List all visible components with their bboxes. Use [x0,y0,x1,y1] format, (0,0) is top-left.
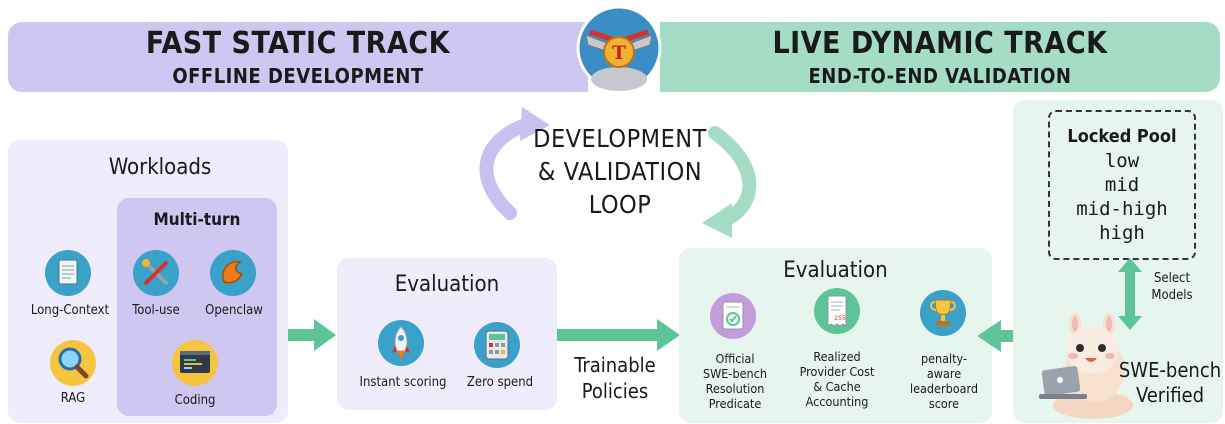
static-track-banner: FAST STATIC TRACK OFFLINE DEVELOPMENT [8,22,588,92]
dynamic-track-title: LIVE DYNAMIC TRACK [772,26,1108,61]
coding-icon [172,340,218,386]
instant-scoring-label: Instant scoring [359,375,447,390]
dynamic-track-subtitle: END-TO-END VALIDATION [808,64,1072,88]
loop-label: DEVELOPMENT & VALIDATION LOOP [520,122,720,221]
logo-letter: T [612,42,626,64]
locked-pool-title: Locked Pool [1067,126,1177,147]
trophy-icon [920,290,966,336]
loop-arrows [440,95,800,245]
realized-line-1: Realized [813,349,861,364]
penalty-line-3: leaderboard [909,381,979,396]
penalty-line-4: score [928,396,960,411]
pool-level-low: low [1104,150,1140,172]
realized-label: Realized Provider Cost & Cache Accountin… [785,349,889,409]
pool-level-mid: mid [1104,174,1140,196]
select-line-2: Models [1151,288,1193,303]
select-models-label: Select Models [1140,270,1204,304]
long-context-icon [45,250,91,296]
coding-label: Coding [174,393,216,408]
realized-line-3: & Cache [813,379,861,394]
official-line-4: Predicate [708,396,762,411]
penalty-line-2: aware [926,366,962,381]
realized-line-4: Accounting [805,394,869,409]
static-evaluation-title: Evaluation [394,272,500,297]
multiturn-title: Multi-turn [153,210,241,230]
official-line-1: Official [715,351,755,366]
calculator-icon [474,322,520,368]
pool-level-high: high [1099,222,1145,244]
trainable-line-1: Trainable [574,353,656,377]
locked-pool-box: Locked Pool low mid mid-high high [1048,110,1196,260]
receipt-number: 255 [834,315,846,322]
official-line-2: SWE-bench [703,366,767,381]
live-evaluation-title: Evaluation [783,258,888,283]
official-label: Official SWE-bench Resolution Predicate [690,351,780,411]
loop-line-2: & VALIDATION [537,157,703,186]
tool-use-icon [133,250,179,296]
rocket-icon [378,320,424,366]
static-track-subtitle: OFFLINE DEVELOPMENT [172,64,424,88]
rag-label: RAG [60,391,86,406]
tool-use-label: Tool-use [132,303,180,318]
dynamic-track-banner: LIVE DYNAMIC TRACK END-TO-END VALIDATION [660,22,1220,92]
select-line-1: Select [1153,271,1191,286]
swe-line-2: Verified [1135,383,1205,407]
receipt-icon: 255 [814,288,860,334]
realized-line-2: Provider Cost [799,364,875,379]
trainable-policies-arrow [557,317,682,353]
penalty-label: penalty- aware leaderboard score [898,351,990,411]
trainable-line-2: Policies [581,379,649,403]
select-models-arrow [1118,258,1142,330]
loop-line-1: DEVELOPMENT [533,124,707,153]
official-line-3: Resolution [705,381,765,396]
static-track-title: FAST STATIC TRACK [145,26,451,61]
workloads-to-eval-arrow [288,317,338,353]
long-context-label: Long-Context [30,303,110,318]
loop-line-3: LOOP [588,190,652,219]
static-evaluation-panel [337,258,557,410]
openclaw-icon [210,250,256,296]
swe-bench-verified-label: SWE-bench Verified [1115,358,1225,408]
swe-line-1: SWE-bench [1118,358,1222,382]
track-logo-icon: T [576,5,662,91]
pool-level-mid-high: mid-high [1076,198,1168,220]
official-check-icon [710,293,756,339]
workloads-title: Workloads [108,155,212,180]
rag-icon [50,340,96,386]
openclaw-label: Openclaw [205,303,263,318]
trainable-policies-label: Trainable Policies [562,352,668,404]
llama-mascot-icon [1035,310,1145,420]
penalty-line-1: penalty- [920,351,968,366]
zero-spend-label: Zero spend [466,375,534,390]
